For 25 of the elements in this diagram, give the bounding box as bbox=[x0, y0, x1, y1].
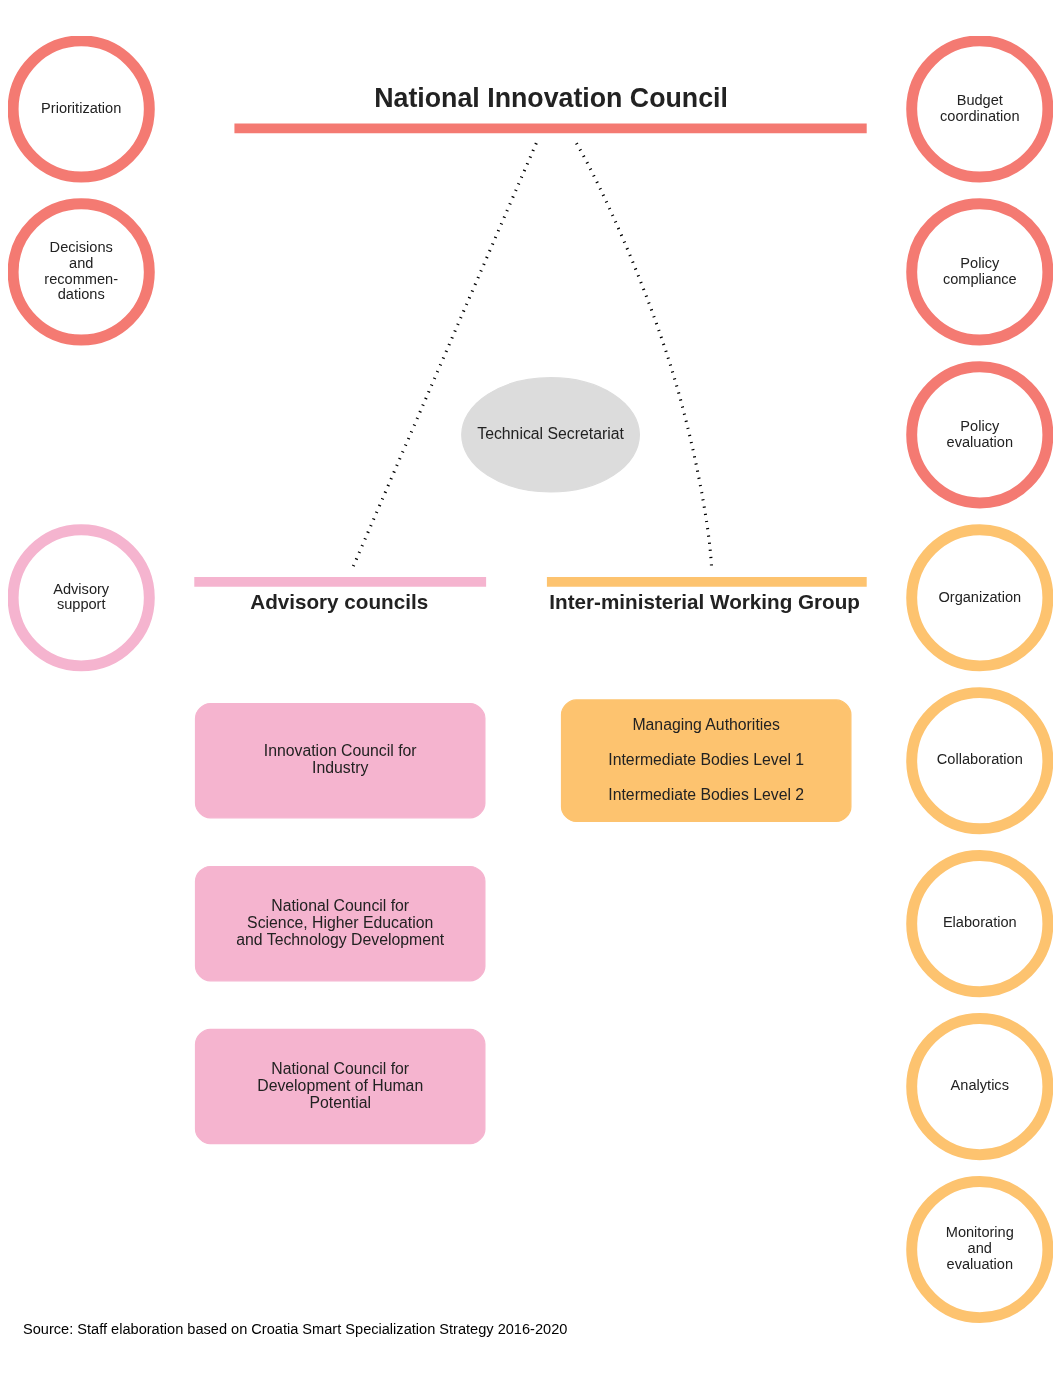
node-circle: Budget coordination bbox=[906, 36, 1053, 183]
node-circle: Analytics bbox=[906, 1013, 1053, 1161]
node-circle: Decisions and recommen-dations bbox=[8, 198, 155, 346]
node-circle: Advisory support bbox=[8, 524, 155, 672]
node-circle: Policy compliance bbox=[906, 198, 1053, 346]
node-box bbox=[234, 123, 867, 134]
node-circle: Prioritization bbox=[8, 36, 155, 183]
node-label: Advisory councils bbox=[250, 590, 429, 614]
node-label: Inter-ministerial Working Group bbox=[549, 590, 860, 614]
node-ellipse: Technical Secretariat bbox=[461, 377, 640, 493]
node-box: Managing Authorities Intermediate Bodies Level 1 Intermediate Bodies Level 2 bbox=[560, 699, 852, 823]
node-label: National Innovation Council bbox=[374, 83, 728, 114]
node-circle: Organization bbox=[906, 524, 1053, 672]
connector bbox=[575, 142, 713, 567]
connector bbox=[351, 142, 538, 568]
node-circle: Collaboration bbox=[906, 687, 1053, 835]
caption: Source: Staff elaboration based on Croatia Smart Specialization Strategy 2016-2020 bbox=[23, 1321, 568, 1338]
node-circle: Policy evaluation bbox=[906, 361, 1053, 509]
node-box: Innovation Council for Industry bbox=[194, 702, 486, 819]
node-box bbox=[194, 577, 487, 587]
node-box bbox=[546, 577, 867, 587]
node-circle: Monitoring and evaluation bbox=[906, 1175, 1053, 1324]
node-circle: Elaboration bbox=[906, 850, 1053, 998]
node-box: National Council for Development of Human Potential bbox=[194, 1028, 486, 1145]
node-box: National Council for Science, Higher Education and Technology Development bbox=[194, 865, 486, 982]
